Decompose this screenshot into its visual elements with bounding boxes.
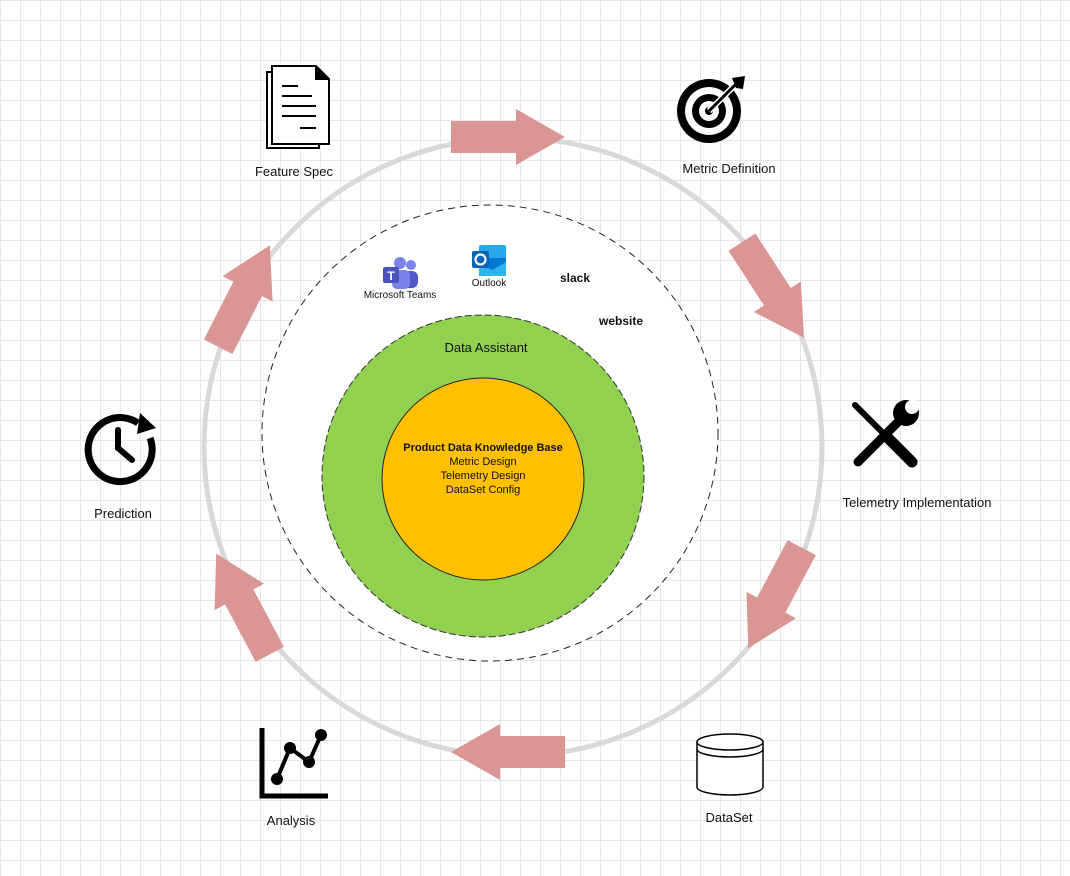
document-icon (266, 65, 330, 149)
channel-teams-label: Microsoft Teams (363, 290, 437, 301)
target-icon (677, 76, 745, 143)
knowledge-base-title: Product Data Knowledge Base (403, 442, 563, 454)
line-chart-icon (259, 728, 328, 799)
channel-outlook-label: Outlook (471, 278, 507, 289)
knowledge-base-item: Telemetry Design (440, 470, 526, 482)
outlook-icon (472, 245, 506, 276)
tools-icon (852, 400, 919, 468)
database-icon (696, 733, 764, 796)
arrow-analysis-to-prediction (214, 553, 284, 662)
stage-label-prediction: Prediction (94, 506, 152, 521)
knowledge-base-item: Metric Design (449, 456, 517, 468)
knowledge-base-item: DataSet Config (445, 484, 521, 496)
arrow-metric-to-telemetry (728, 233, 805, 338)
arrow-telemetry-to-dataset (746, 540, 816, 649)
stage-label-metric-definition: Metric Definition (682, 161, 776, 176)
teams-icon: T (383, 257, 418, 289)
clock-refresh-icon (84, 413, 156, 486)
stage-label-telemetry-implementation: Telemetry Implementation (842, 495, 992, 510)
data-assistant-label: Data Assistant (444, 340, 528, 355)
svg-text:T: T (387, 269, 395, 283)
arrow-prediction-to-spec (203, 245, 273, 355)
knowledge-base-text: Product Data Knowledge Base Metric Desig… (403, 441, 563, 497)
stage-label-feature-spec: Feature Spec (254, 164, 334, 179)
arrow-spec-to-metric (451, 109, 565, 165)
knowledge-base-circle (381, 377, 585, 581)
stage-label-dataset: DataSet (705, 810, 753, 825)
stage-label-analysis: Analysis (266, 813, 316, 828)
channel-slack-label: slack (559, 271, 591, 285)
channel-website-label: website (598, 314, 644, 328)
arrow-dataset-to-analysis (451, 724, 565, 780)
